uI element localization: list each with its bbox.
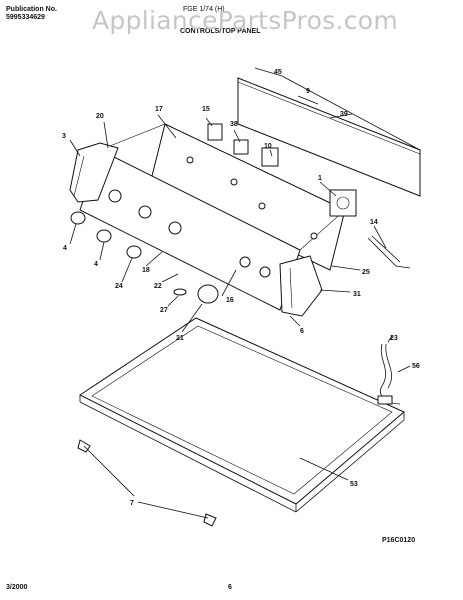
timer [329, 189, 357, 217]
push-to-start-switch [207, 123, 223, 141]
leader-lines [69, 95, 411, 519]
callout-45: 45 [274, 69, 282, 76]
signal-switch [233, 139, 249, 155]
callout-16: 16 [226, 297, 234, 304]
callout-21: 21 [176, 335, 184, 342]
callout-53: 53 [350, 481, 358, 488]
screw-right [203, 513, 217, 527]
callout-10: 10 [264, 143, 272, 150]
model-number: FGE 1/74 (H) [183, 6, 225, 13]
callout-4-upper: 4 [63, 245, 67, 252]
callout-9: 9 [306, 88, 310, 95]
publication-number: 5995334629 [6, 14, 45, 21]
callout-3: 3 [62, 133, 66, 140]
callout-18: 18 [142, 267, 150, 274]
callout-31: 31 [353, 291, 361, 298]
footer-page: 6 [228, 584, 232, 591]
callout-39: 39 [340, 111, 348, 118]
rear-cover-panel [237, 67, 421, 197]
diagram-code: P16C0120 [382, 537, 415, 544]
lid-switch-harness [377, 343, 401, 405]
callout-23: 23 [390, 335, 398, 342]
watermark: AppliancePartsPros.com [92, 6, 399, 35]
callout-numbers: 45 9 39 17 15 38 20 3 10 1 14 4 4 24 18 … [62, 69, 420, 544]
selector-switch [261, 147, 279, 167]
callout-24: 24 [115, 283, 123, 290]
footer-date: 3/2000 [6, 584, 28, 591]
publication-label: Publication No. [6, 6, 57, 13]
top-panel [79, 317, 405, 513]
callout-56: 56 [412, 363, 420, 370]
callout-15: 15 [202, 106, 210, 113]
callout-20: 20 [96, 113, 104, 120]
callout-38: 38 [230, 121, 238, 128]
callout-1: 1 [318, 175, 322, 182]
wire-harness [367, 235, 411, 269]
callout-25: 25 [362, 269, 370, 276]
callout-4-lower: 4 [94, 261, 98, 268]
callout-17: 17 [155, 106, 163, 113]
callout-7: 7 [130, 500, 134, 507]
section-title: CONTROLS/TOP PANEL [180, 28, 261, 35]
callout-27: 27 [160, 307, 168, 314]
callout-14: 14 [370, 219, 378, 226]
callout-6: 6 [300, 328, 304, 335]
left-end-cap [69, 142, 119, 203]
right-end-cap [279, 255, 323, 317]
callout-22: 22 [154, 283, 162, 290]
